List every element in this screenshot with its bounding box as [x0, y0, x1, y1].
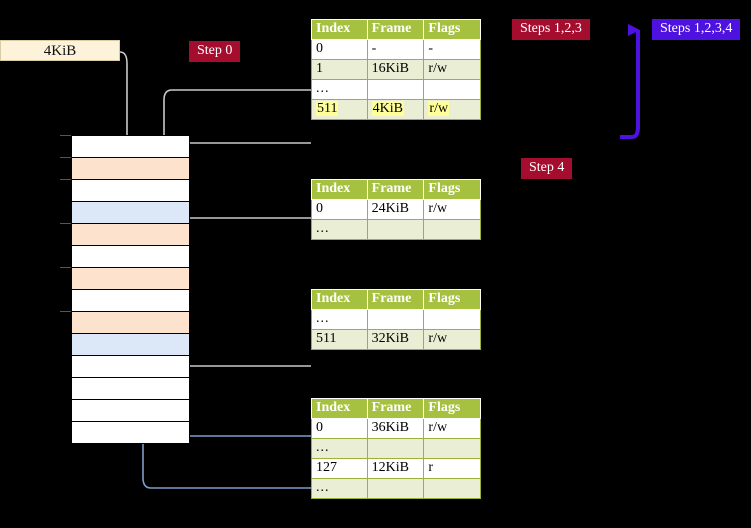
memory-frame-row — [72, 223, 189, 245]
table-cell: 32KiB — [366, 329, 425, 350]
physical-memory-column — [71, 135, 190, 444]
table-cell — [366, 79, 425, 100]
size-label: 4KiB — [0, 40, 120, 61]
memory-tick-4 — [60, 267, 72, 268]
wire-t0-row1-out — [163, 89, 311, 141]
table-cell: ... — [311, 309, 368, 330]
table-row: ... — [311, 438, 481, 459]
wire-size-to-memory — [119, 51, 135, 146]
table-cell: r — [423, 458, 481, 479]
table-cell — [423, 79, 481, 100]
table-cell: 24KiB — [366, 199, 425, 220]
table-cell: 511 — [311, 99, 368, 120]
table-cell: r/w — [423, 59, 481, 80]
badge-step-0: Step 0 — [189, 41, 241, 62]
wire-steps-loop — [620, 24, 640, 139]
badge-steps-1-2-3: Steps 1,2,3 — [512, 19, 590, 40]
table-header-frame: Frame — [366, 289, 425, 310]
memory-frame-row — [72, 179, 189, 201]
memory-tick-1 — [60, 157, 72, 158]
table-cell — [423, 478, 481, 499]
table-cell — [366, 478, 425, 499]
table-cell: 16KiB — [366, 59, 425, 80]
table-cell: 0 — [311, 199, 368, 220]
table-cell: 4KiB — [366, 99, 425, 120]
wire-t1-row0-out — [177, 217, 311, 267]
memory-frame-row — [72, 355, 189, 377]
table-header-frame: Frame — [366, 19, 425, 40]
table-cell: 511 — [311, 329, 368, 350]
table-cell: 0 — [311, 418, 368, 439]
table-header-index: Index — [311, 179, 368, 200]
table-cell — [423, 219, 481, 240]
table-header-flags: Flags — [423, 19, 481, 40]
memory-frame-row — [72, 377, 189, 399]
table-cell: r/w — [423, 418, 481, 439]
table-cell — [366, 219, 425, 240]
table-row: ... — [311, 309, 481, 330]
memory-frame-row — [72, 421, 189, 443]
table-row: ... — [311, 478, 481, 499]
table-cell: 127 — [311, 458, 368, 479]
memory-tick-2 — [60, 179, 72, 180]
table-cell: 36KiB — [366, 418, 425, 439]
memory-frame-row — [72, 157, 189, 179]
table-header-flags: Flags — [423, 179, 481, 200]
memory-tick-0 — [60, 135, 72, 136]
table-cell — [366, 309, 425, 330]
memory-tick-5 — [60, 311, 72, 312]
table-header-index: Index — [311, 289, 368, 310]
wire-t2-row511-out — [170, 310, 311, 367]
table-cell: 0 — [311, 39, 368, 60]
memory-frame-row — [72, 135, 189, 157]
memory-frame-row — [72, 311, 189, 333]
table-header-flags: Flags — [423, 289, 481, 310]
memory-tick-3 — [60, 223, 72, 224]
table-cell: r/w — [423, 99, 481, 120]
table-cell: ... — [311, 79, 368, 100]
table-header-flags: Flags — [423, 398, 481, 419]
table-cell — [366, 438, 425, 459]
table-cell: - — [423, 39, 481, 60]
table-row: ... — [311, 79, 481, 100]
badge-steps-1-2-3-4: Steps 1,2,3,4 — [652, 19, 741, 40]
table-header-index: Index — [311, 19, 368, 40]
table-cell: 12KiB — [366, 458, 425, 479]
table-header-frame: Frame — [366, 398, 425, 419]
memory-frame-row — [72, 201, 189, 223]
table-header-index: Index — [311, 398, 368, 419]
memory-frame-row — [72, 333, 189, 355]
table-cell — [423, 309, 481, 330]
table-cell — [423, 438, 481, 459]
table-cell: ... — [311, 219, 368, 240]
memory-frame-row — [72, 245, 189, 267]
table-cell: ... — [311, 438, 368, 459]
memory-frame-row — [72, 399, 189, 421]
table-row: ... — [311, 219, 481, 240]
table-cell: - — [366, 39, 425, 60]
table-cell: r/w — [423, 199, 481, 220]
badge-step-4: Step 4 — [521, 158, 573, 179]
memory-frame-row — [72, 267, 189, 289]
memory-frame-row — [72, 289, 189, 311]
table-cell: 1 — [311, 59, 368, 80]
table-cell: ... — [311, 478, 368, 499]
table-cell: r/w — [423, 329, 481, 350]
table-row: 0-- — [311, 39, 481, 60]
table-header-frame: Frame — [366, 179, 425, 200]
